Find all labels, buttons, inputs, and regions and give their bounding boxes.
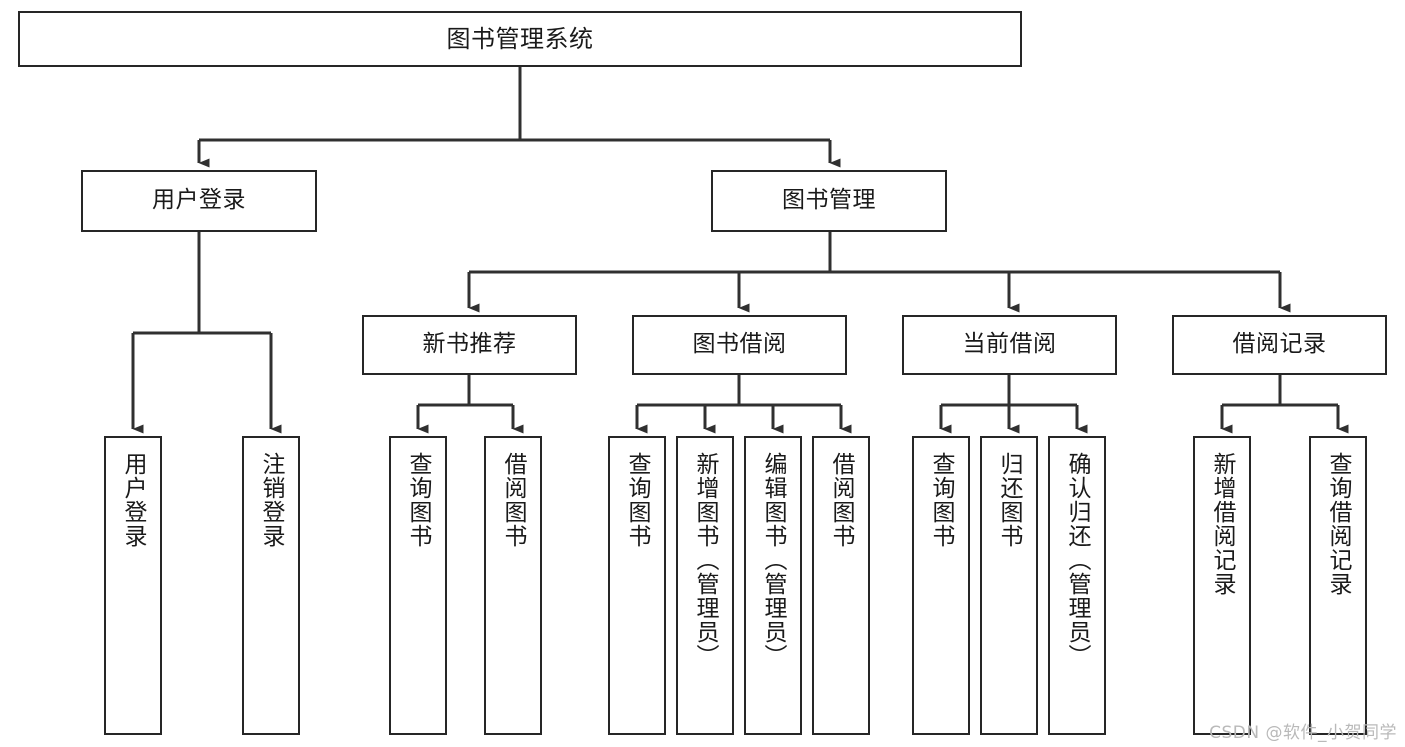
- node-leaf-edit-book-label: 编辑图书（管理员）: [760, 452, 787, 668]
- node-current-borrow-label: 当前借阅: [962, 331, 1057, 358]
- node-leaf-borrow-book-2[interactable]: 借阅图书: [812, 436, 870, 735]
- node-user-login-label: 用户登录: [152, 187, 246, 214]
- node-leaf-add-book[interactable]: 新增图书（管理员）: [676, 436, 734, 735]
- node-leaf-query-record-label: 查询借阅记录: [1325, 452, 1352, 596]
- node-leaf-confirm-return[interactable]: 确认归还（管理员）: [1048, 436, 1106, 735]
- node-root-system[interactable]: 图书管理系统: [18, 11, 1022, 67]
- node-book-borrow-label: 图书借阅: [692, 331, 787, 358]
- node-new-book-recommend-label: 新书推荐: [422, 331, 517, 358]
- node-leaf-query-book-3-label: 查询图书: [928, 452, 955, 548]
- node-book-management[interactable]: 图书管理: [711, 170, 947, 232]
- node-leaf-logout-login-label: 注销登录: [258, 452, 285, 548]
- node-borrow-record-label: 借阅记录: [1232, 331, 1327, 358]
- node-leaf-return-book-label: 归还图书: [996, 452, 1023, 548]
- node-leaf-return-book[interactable]: 归还图书: [980, 436, 1038, 735]
- node-borrow-record[interactable]: 借阅记录: [1172, 315, 1387, 375]
- node-book-borrow[interactable]: 图书借阅: [632, 315, 847, 375]
- node-new-book-recommend[interactable]: 新书推荐: [362, 315, 577, 375]
- node-user-login[interactable]: 用户登录: [81, 170, 317, 232]
- node-leaf-borrow-book-1-label: 借阅图书: [500, 452, 527, 548]
- node-leaf-user-login-label: 用户登录: [120, 452, 147, 548]
- node-leaf-query-book-3[interactable]: 查询图书: [912, 436, 970, 735]
- node-leaf-logout-login[interactable]: 注销登录: [242, 436, 300, 735]
- node-leaf-query-book-1-label: 查询图书: [405, 452, 432, 548]
- watermark-text: CSDN @软件_小贺同学: [1209, 723, 1397, 743]
- node-leaf-borrow-book-1[interactable]: 借阅图书: [484, 436, 542, 735]
- node-root-label: 图书管理系统: [446, 24, 594, 53]
- node-leaf-query-record[interactable]: 查询借阅记录: [1309, 436, 1367, 735]
- node-leaf-add-book-label: 新增图书（管理员）: [692, 452, 719, 668]
- node-leaf-query-book-1[interactable]: 查询图书: [389, 436, 447, 735]
- node-leaf-edit-book[interactable]: 编辑图书（管理员）: [744, 436, 802, 735]
- node-book-management-label: 图书管理: [782, 187, 876, 214]
- node-leaf-add-record[interactable]: 新增借阅记录: [1193, 436, 1251, 735]
- node-leaf-user-login[interactable]: 用户登录: [104, 436, 162, 735]
- node-leaf-confirm-return-label: 确认归还（管理员）: [1064, 452, 1091, 668]
- node-current-borrow[interactable]: 当前借阅: [902, 315, 1117, 375]
- node-leaf-add-record-label: 新增借阅记录: [1209, 452, 1236, 596]
- node-leaf-query-book-2-label: 查询图书: [624, 452, 651, 548]
- node-leaf-borrow-book-2-label: 借阅图书: [828, 452, 855, 548]
- node-leaf-query-book-2[interactable]: 查询图书: [608, 436, 666, 735]
